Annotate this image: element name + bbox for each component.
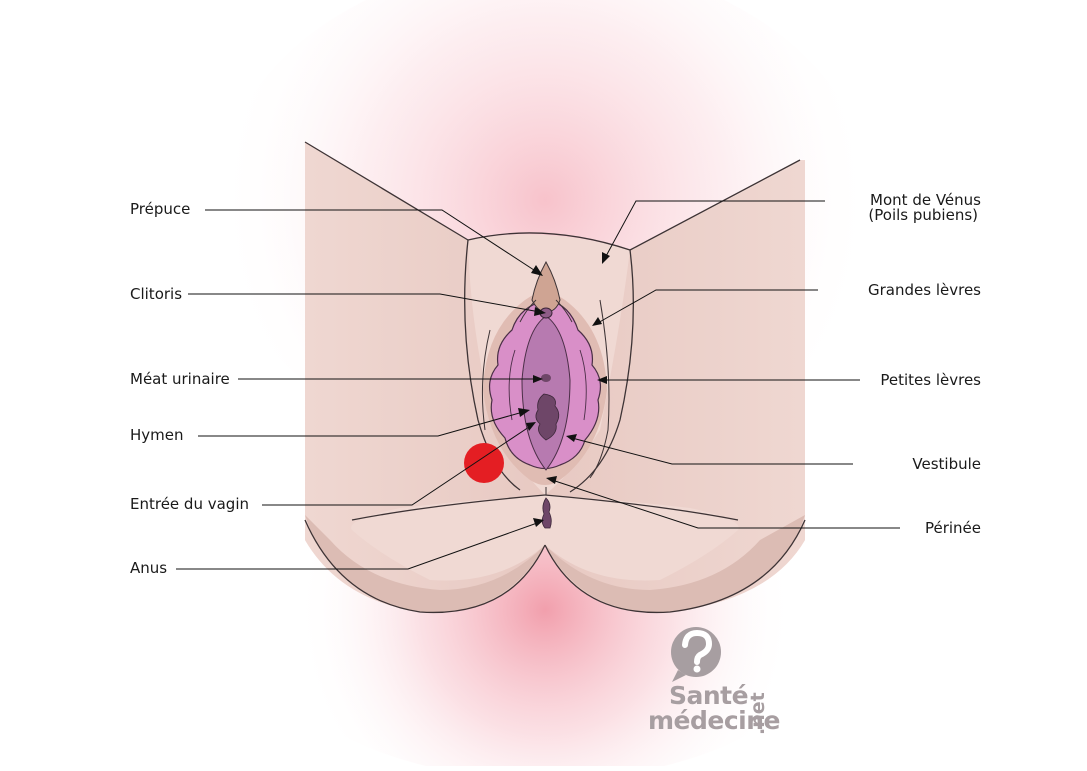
arrowheads: [518, 252, 610, 527]
label-petites-levres: Petites lèvres: [880, 371, 981, 389]
label-meat-urinaire: Méat urinaire: [130, 370, 230, 388]
vestibule-shape: [521, 315, 571, 471]
label-grandes-levres: Grandes lèvres: [868, 281, 981, 299]
left-buttock: [305, 515, 545, 613]
anus-shape: [541, 497, 552, 529]
meatus-shape: [541, 374, 551, 382]
label-perinee: Périnée: [924, 519, 981, 537]
watermark-sante: Santé: [669, 681, 749, 710]
red-marker: [464, 443, 504, 483]
leader-lines: [176, 200, 900, 570]
left-thigh: [305, 142, 545, 613]
right-buttock: [545, 515, 805, 613]
label-anus: Anus: [130, 559, 168, 577]
hood-folds: [519, 299, 573, 323]
label-entree-vagin: Entrée du vagin: [130, 495, 249, 513]
watermark-logo-icon: [671, 627, 721, 682]
label-clitoris: Clitoris: [130, 285, 183, 303]
label-vestibule: Vestibule: [912, 455, 981, 473]
watermark-net: .net: [747, 692, 769, 735]
vaginal-opening-shape: [535, 393, 560, 441]
label-poils-pubiens: (Poils pubiens): [868, 206, 978, 224]
label-hymen: Hymen: [130, 426, 184, 444]
labia-folds: [508, 349, 587, 421]
label-prepuce: Prépuce: [130, 200, 191, 218]
label-mont-de-venus: Mont de Vénus: [870, 191, 981, 209]
watermark-medecine: médecine: [648, 706, 781, 735]
